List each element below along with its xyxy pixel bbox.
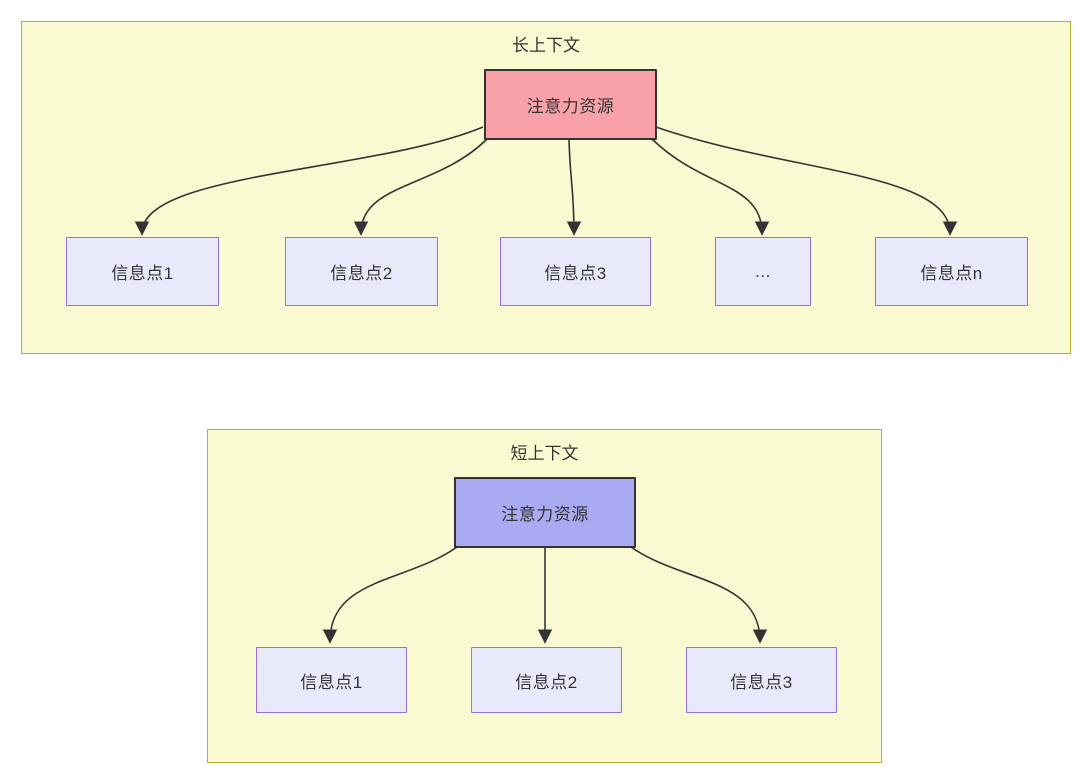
long-context-panel: 长上下文 注意力资源 信息点1 信息点2 信息点3 ... 信息点n bbox=[21, 21, 1071, 354]
short-context-panel-title: 短上下文 bbox=[510, 444, 579, 463]
long-context-attention-node: 注意力资源 bbox=[484, 69, 657, 140]
long-context-info-node-n: 信息点n bbox=[875, 237, 1028, 306]
long-context-info-node-1: 信息点1 bbox=[66, 237, 219, 306]
short-context-panel: 短上下文 注意力资源 信息点1 信息点2 信息点3 bbox=[207, 429, 882, 763]
short-context-info-node-2: 信息点2 bbox=[471, 647, 622, 713]
long-context-info-node-3: 信息点3 bbox=[500, 237, 651, 306]
long-context-panel-title: 长上下文 bbox=[512, 36, 580, 55]
long-context-info-node-ellipsis: ... bbox=[715, 237, 811, 306]
short-context-info-node-3: 信息点3 bbox=[686, 647, 837, 713]
long-context-info-node-2: 信息点2 bbox=[285, 237, 438, 306]
short-context-info-node-1: 信息点1 bbox=[256, 647, 407, 713]
short-context-attention-node: 注意力资源 bbox=[454, 477, 636, 548]
